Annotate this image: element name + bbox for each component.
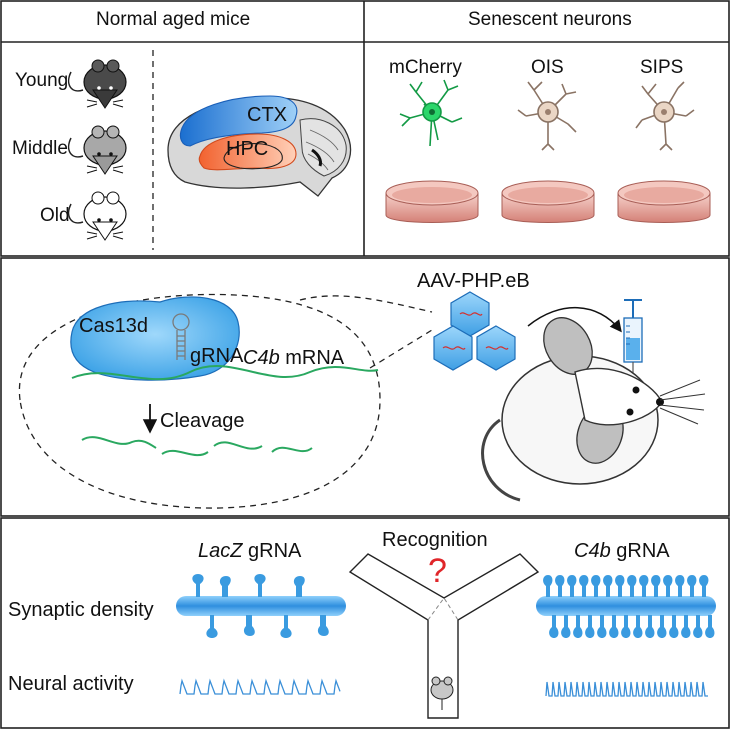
question-mark: ? — [428, 552, 447, 590]
dendritic-spine — [657, 615, 667, 638]
dendritic-spine — [627, 575, 637, 597]
dendritic-spine — [645, 615, 655, 638]
age-label-young: Young — [15, 70, 69, 91]
condition-label-ois: OIS — [531, 57, 564, 78]
dish-ois — [501, 180, 595, 223]
maze-mouse-icon — [430, 676, 454, 710]
dendritic-spine — [561, 615, 571, 638]
dendritic-spine — [621, 615, 631, 638]
dish-sips — [617, 180, 711, 223]
zoom-bubble — [18, 293, 381, 509]
neuron-sips-icon — [635, 81, 695, 151]
mouse-young-icon — [67, 59, 127, 109]
region-label-hpc: HPC — [226, 138, 269, 160]
y-maze — [348, 553, 540, 719]
dendritic-spine — [669, 615, 679, 638]
age-label-old: Old — [40, 205, 70, 226]
cas13d-protein — [70, 296, 240, 381]
lacz-grna-label: LacZ gRNA — [198, 540, 302, 562]
cas13d-label: Cas13d — [79, 315, 148, 337]
row-label-neural-activity: Neural activity — [8, 673, 134, 695]
dendritic-spine — [591, 575, 601, 597]
aav-capsid-icon — [433, 325, 473, 371]
mouse-middle-icon — [67, 125, 127, 175]
dendritic-spine — [573, 615, 583, 638]
cerebellum — [299, 118, 347, 177]
injection-arrow — [527, 306, 622, 333]
zoom-connector — [299, 295, 433, 369]
neuron-mcherry-icon — [399, 79, 463, 147]
vector-label: AAV-PHP.eB — [417, 270, 530, 292]
dendritic-spine — [615, 575, 625, 597]
cleavage-label: Cleavage — [160, 410, 245, 432]
aav-capsid-icon — [476, 325, 516, 371]
dendritic-spine — [597, 615, 607, 638]
injected-mouse-illustration — [481, 317, 706, 502]
dendritic-spine — [639, 575, 649, 597]
recognition-label: Recognition — [382, 529, 488, 551]
neural-activity-trace-lacz — [179, 678, 341, 695]
dendritic-spine — [705, 615, 715, 638]
panel-header-senescent-neurons: Senescent neurons — [468, 9, 632, 30]
grna-label: gRNA — [190, 345, 244, 367]
hippocampus-region — [198, 133, 297, 171]
dendrite-lacz — [176, 574, 346, 638]
dendritic-spine — [699, 575, 709, 597]
condition-label-mcherry: mCherry — [389, 57, 462, 78]
neural-activity-trace-c4b — [545, 681, 708, 697]
syringe-icon — [623, 299, 643, 382]
neuron-ois-icon — [517, 81, 577, 151]
bottom-panel-frame — [0, 517, 730, 729]
top-panel-frame — [0, 0, 730, 257]
dish-mcherry — [385, 180, 479, 223]
dendritic-spine — [609, 615, 619, 638]
dendrite-c4b — [536, 575, 716, 638]
cleaved-mrna-fragments — [81, 436, 313, 457]
c4b-mrna-label: C4b mRNA — [243, 347, 345, 369]
dendritic-spine — [681, 615, 691, 638]
grna-hairpin-icon — [172, 313, 190, 360]
dendritic-spine — [603, 575, 613, 597]
row-label-synaptic-density: Synaptic density — [8, 599, 154, 621]
brain-illustration — [167, 95, 352, 197]
dendritic-spine — [651, 575, 661, 597]
dendritic-spine — [633, 615, 643, 638]
mrna-strand — [71, 365, 379, 381]
dendritic-spine — [675, 575, 685, 597]
region-label-ctx: CTX — [247, 104, 287, 126]
condition-label-sips: SIPS — [640, 57, 684, 78]
dendritic-spine — [567, 575, 577, 597]
dendritic-spine — [579, 575, 589, 597]
dendritic-spine — [663, 575, 673, 597]
mouse-old-icon — [67, 191, 127, 241]
dendritic-spine — [555, 575, 565, 597]
dendritic-spine — [585, 615, 595, 638]
middle-panel-frame — [0, 257, 730, 517]
dendritic-spine — [549, 615, 559, 638]
c4b-grna-label: C4b gRNA — [574, 540, 670, 562]
age-label-middle: Middle — [12, 138, 68, 159]
dendritic-spine — [543, 575, 553, 597]
cortex-region — [179, 95, 298, 147]
dendritic-spine — [687, 575, 697, 597]
panel-header-aged-mice: Normal aged mice — [96, 9, 251, 30]
dendritic-spine — [693, 615, 703, 638]
